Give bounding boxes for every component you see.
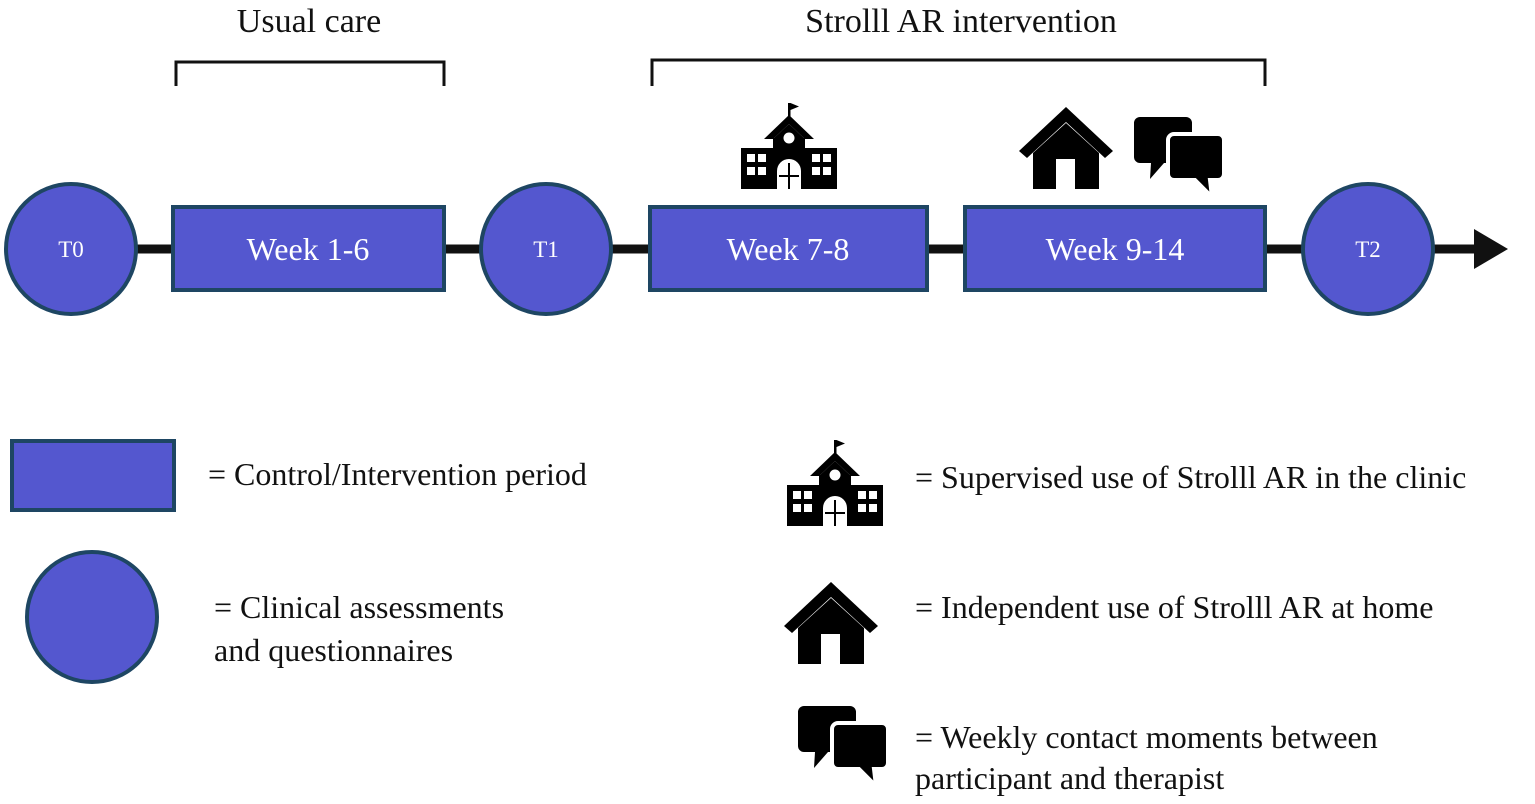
legend-clinic-text: = Supervised use of Strolll AR in the cl… (915, 459, 1467, 495)
usual-care-bracket (174, 60, 446, 86)
timeline-arrowhead (1474, 229, 1508, 269)
node-t1: T1 (479, 182, 613, 316)
period-week-9-14-label: Week 9-14 (1046, 231, 1185, 267)
speech-bubbles-icon (1132, 115, 1226, 199)
node-t1-label: T1 (533, 237, 559, 262)
legend-contact-text-line2: participant and therapist (915, 760, 1225, 796)
usual-care-label: Usual care (237, 3, 381, 40)
period-week-1-6-label: Week 1-6 (247, 231, 370, 267)
intervention-bracket (650, 58, 1267, 86)
legend-house-icon (784, 582, 878, 664)
legend-assessment-swatch (25, 550, 159, 684)
node-t2-label: T2 (1355, 237, 1381, 262)
house-icon (1019, 107, 1113, 189)
period-week-7-8-label: Week 7-8 (727, 231, 850, 267)
legend-assessment-text-line2: and questionnaires (214, 632, 454, 668)
node-t2: T2 (1301, 182, 1435, 316)
node-t0-label: T0 (58, 237, 84, 262)
node-t0: T0 (4, 182, 138, 316)
legend-contact-text-line1: = Weekly contact moments between (915, 719, 1378, 755)
period-week-1-6: Week 1-6 (171, 205, 446, 292)
period-week-9-14: Week 9-14 (963, 205, 1267, 292)
legend-period-text: = Control/Intervention period (208, 456, 587, 492)
legend-home-text: = Independent use of Strolll AR at home (915, 589, 1434, 625)
legend-period-swatch (10, 439, 176, 512)
period-week-7-8: Week 7-8 (648, 205, 929, 292)
legend-clinic-building-icon (787, 440, 883, 526)
clinic-building-icon (741, 103, 837, 189)
legend-speech-bubbles-icon (796, 704, 890, 788)
legend-assessment-text-line1: = Clinical assessments (214, 589, 505, 625)
intervention-label: Strolll AR intervention (805, 3, 1117, 40)
